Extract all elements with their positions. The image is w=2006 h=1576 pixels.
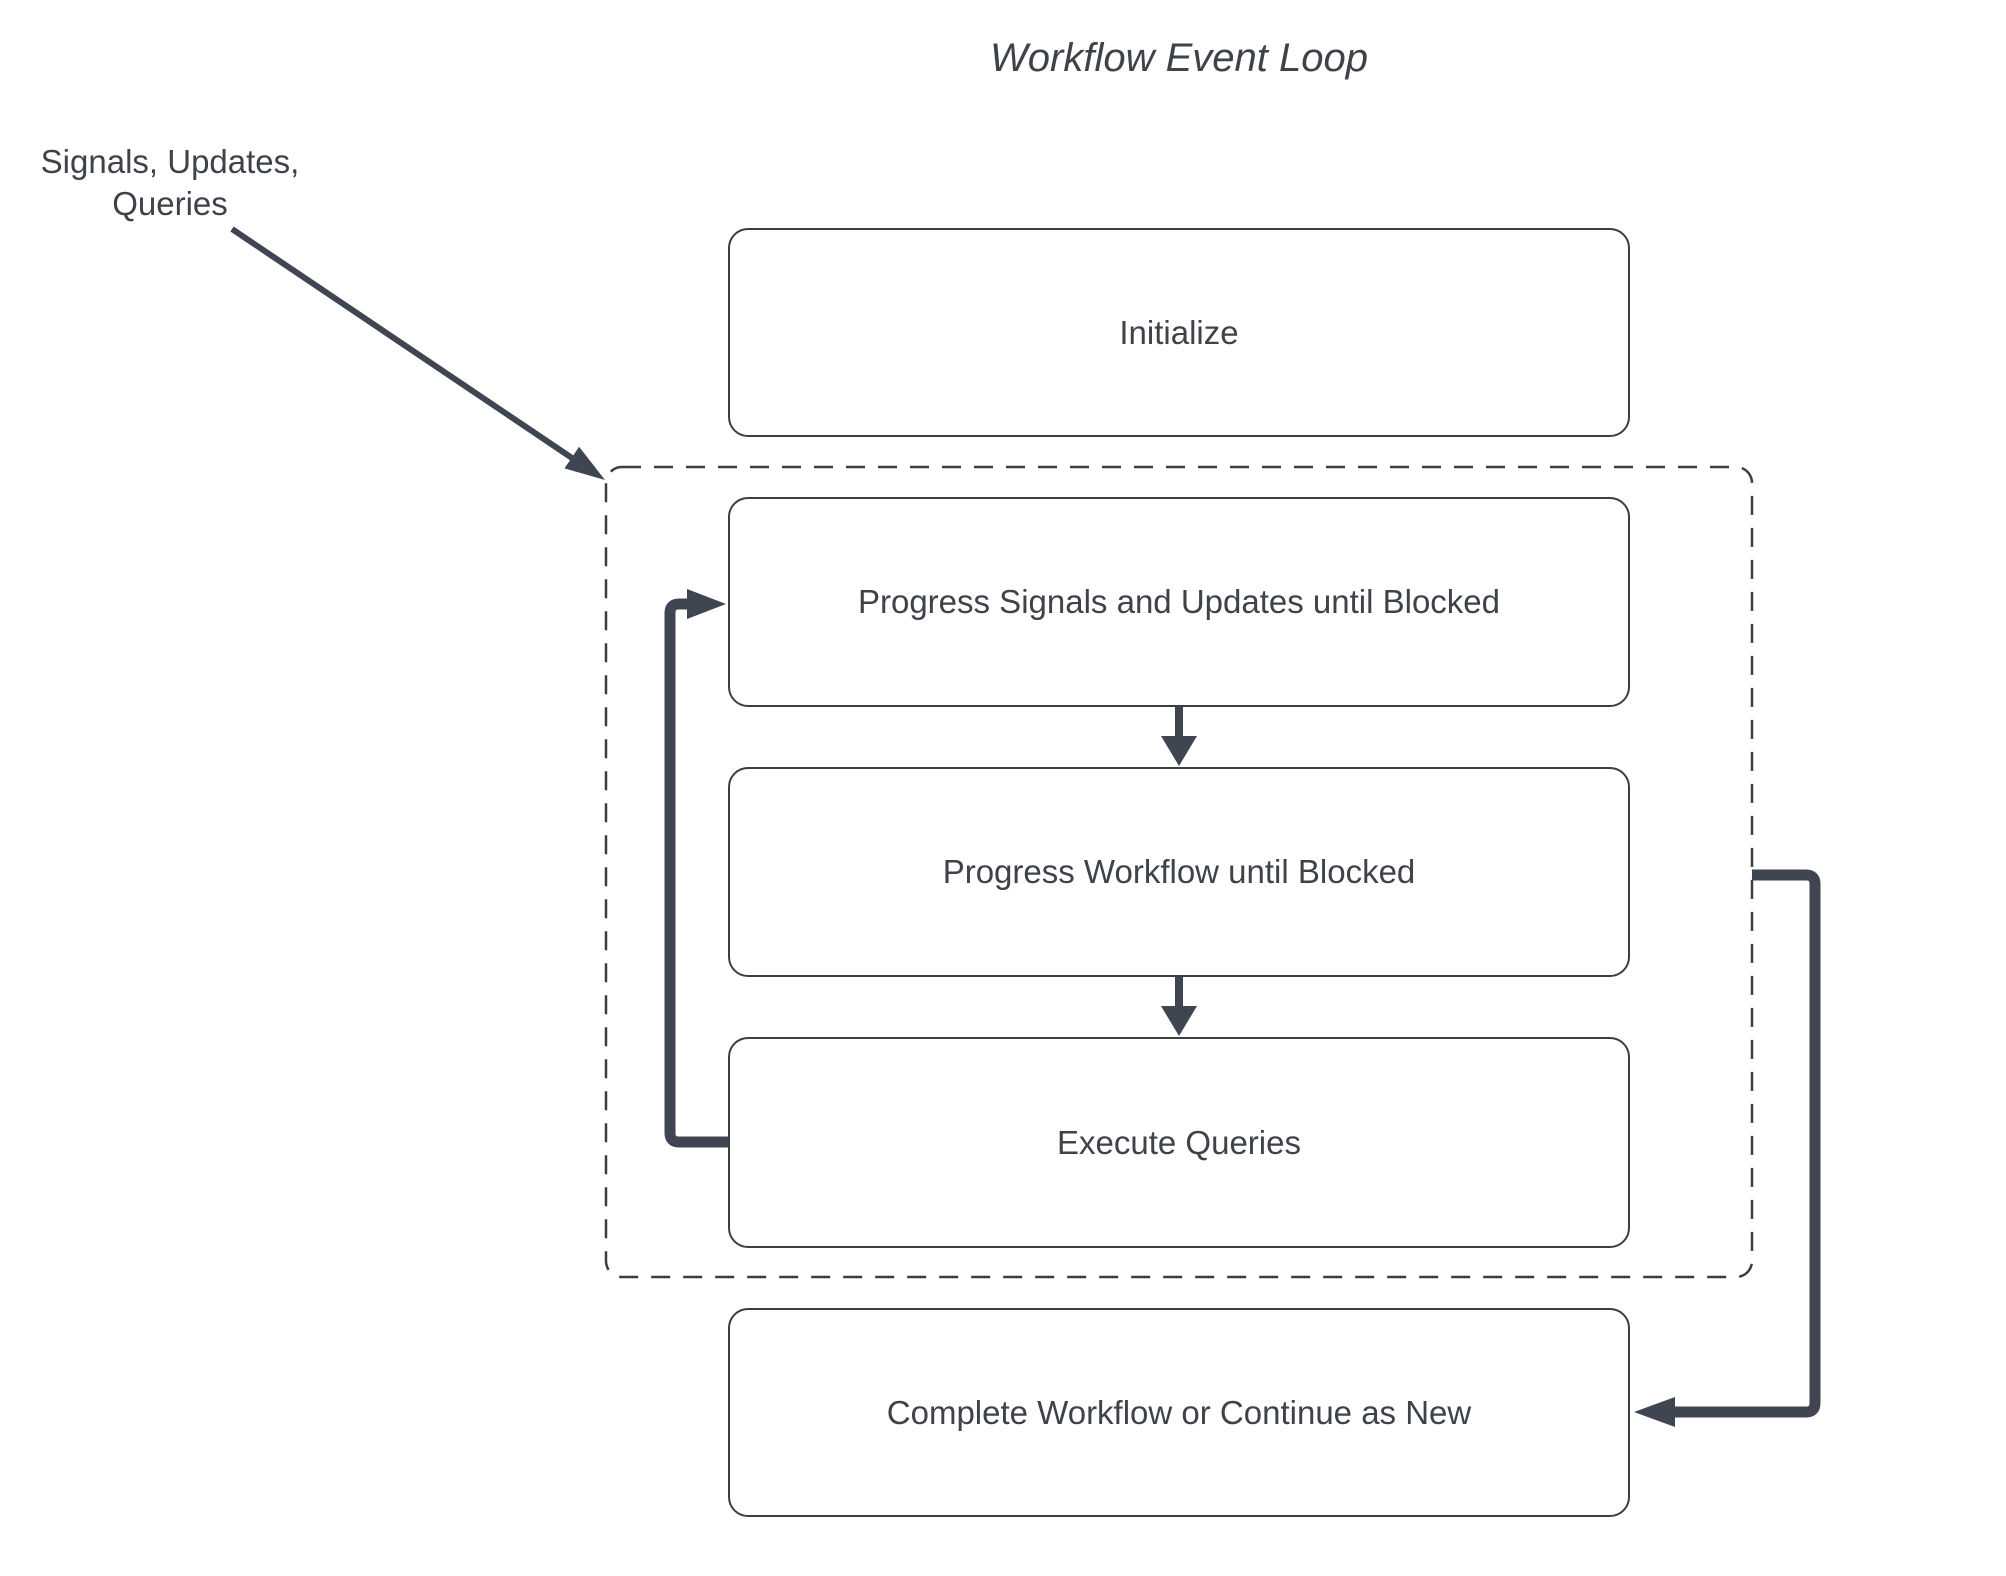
node-execute-queries-label: Execute Queries [1057,1123,1301,1161]
right-loop-arrow-shaft [1675,869,1821,1418]
node-complete-workflow: Complete Workflow or Continue as New [728,1308,1630,1517]
signals-input-arrow-head [564,446,605,480]
diagram-title: Workflow Event Loop [990,36,1368,80]
signals-updates-queries-annotation: Signals, Updates, Queries [25,141,315,225]
down-arrow-2-head [1161,1006,1197,1036]
signals-input-arrow-shaft [230,226,574,461]
right-loop-arrow-head [1634,1397,1675,1427]
left-loop-arrow-shaft [664,598,728,1148]
annotation-line-2: Queries [112,185,228,222]
node-progress-signals-and-updates: Progress Signals and Updates until Block… [728,497,1630,707]
left-loop-arrow-head [687,589,726,619]
node-execute-queries: Execute Queries [728,1037,1630,1248]
annotation-line-1: Signals, Updates, [40,143,300,180]
node-progress-signals-and-updates-label: Progress Signals and Updates until Block… [857,583,1501,620]
node-progress-workflow: Progress Workflow until Blocked [728,767,1630,977]
down-arrow-1-head [1161,736,1197,766]
event-loop-dashed-region [604,465,1754,1279]
node-complete-workflow-label: Complete Workflow or Continue as New [886,1393,1472,1431]
node-initialize: Initialize [728,228,1630,437]
node-progress-workflow-label: Progress Workflow until Blocked [942,853,1416,890]
node-initialize-label: Initialize [1119,313,1239,351]
